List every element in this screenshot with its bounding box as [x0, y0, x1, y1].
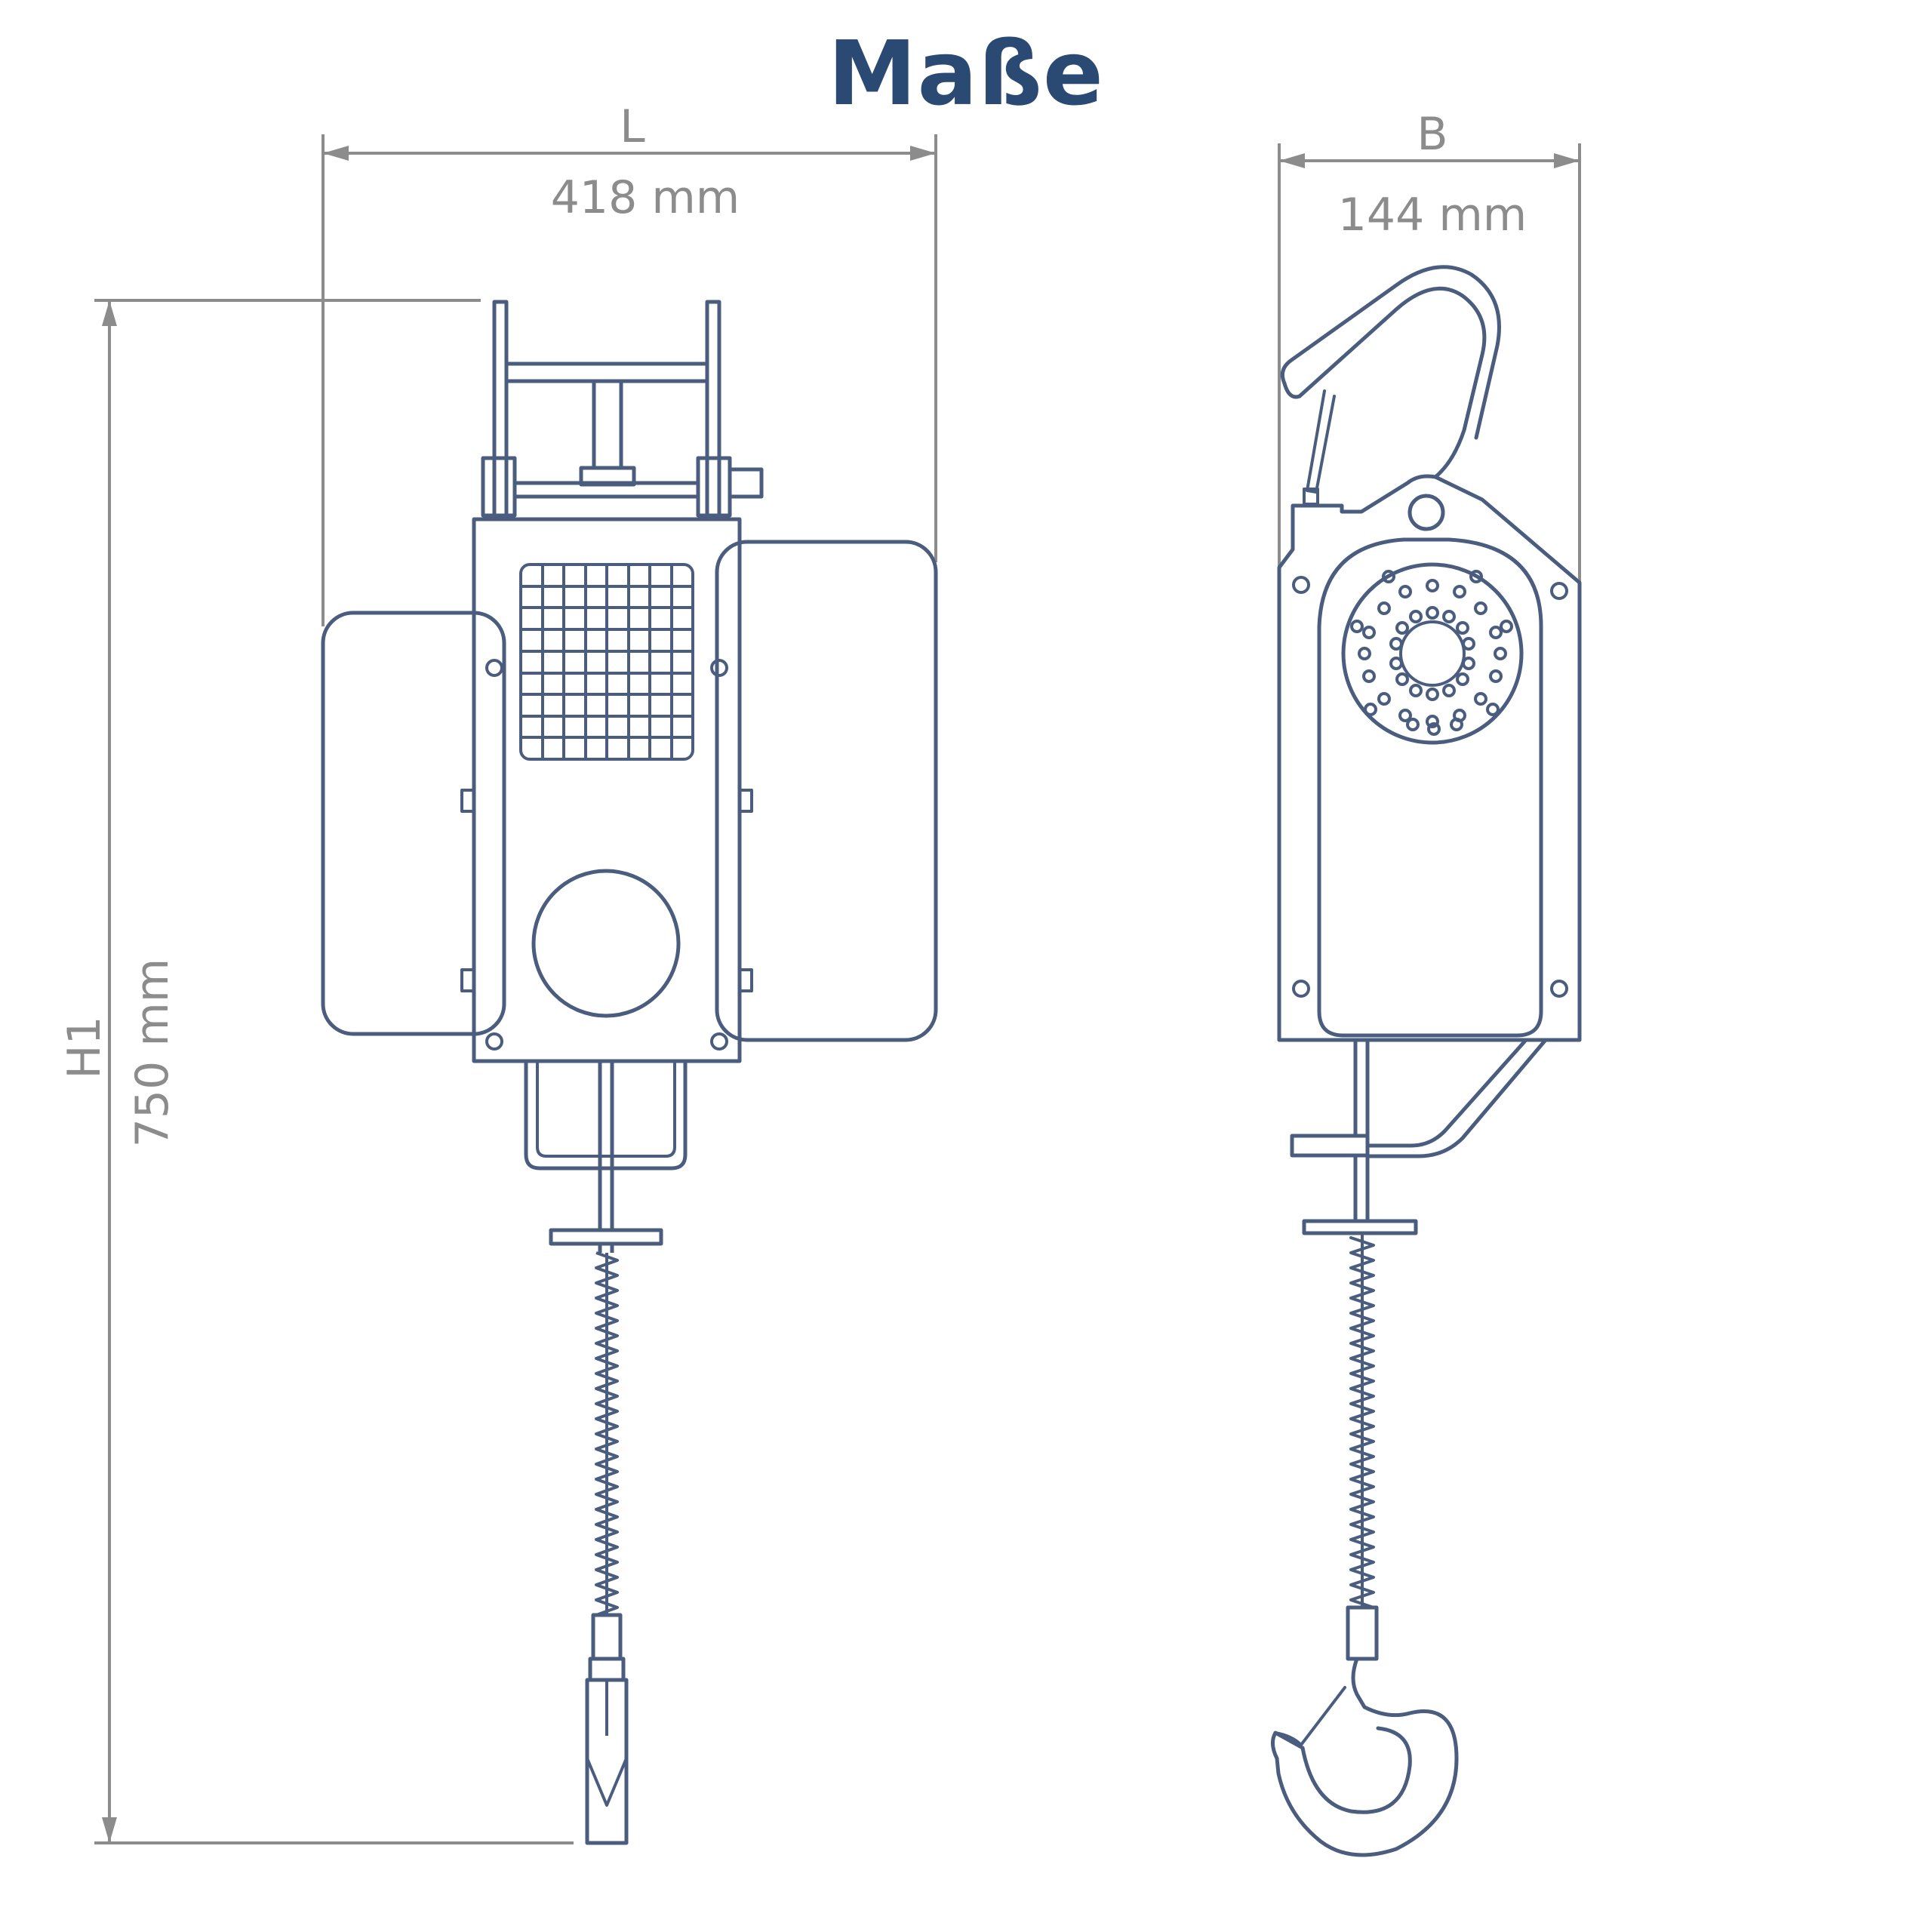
side-screws — [1292, 576, 1568, 998]
length-value: 418 mm — [551, 171, 740, 224]
height-arrow-top — [102, 300, 117, 326]
front-vent-grid — [519, 563, 694, 761]
height-arrow-bottom — [102, 1817, 117, 1843]
front-spring — [595, 1251, 619, 1617]
front-drum — [531, 869, 681, 1018]
side-inner-panel — [1317, 537, 1543, 1038]
side-drum-holes — [1350, 570, 1513, 736]
width-arrow-left — [1279, 153, 1305, 168]
height-value: 750 mm — [126, 958, 179, 1148]
length-arrow-right — [910, 146, 936, 161]
side-hook-latch — [1306, 389, 1336, 494]
side-lower-plate — [1290, 1134, 1370, 1158]
front-hook-sleeve — [591, 1613, 623, 1661]
height-label: H1 — [58, 1016, 111, 1078]
front-limit-plate — [549, 1228, 663, 1246]
front-hook-body — [585, 1678, 629, 1845]
side-bottom-hook — [1271, 1657, 1459, 1857]
length-arrow-left — [323, 146, 349, 161]
side-limit-plate — [1302, 1219, 1418, 1235]
front-motor-left — [321, 611, 506, 1036]
front-lower-bracket — [524, 1061, 688, 1171]
width-arrow-right — [1554, 153, 1580, 168]
side-drum — [1341, 562, 1524, 745]
front-hook-collar — [588, 1657, 626, 1682]
side-lower-arm — [1365, 1038, 1548, 1158]
page-title: Maße — [828, 21, 1104, 125]
side-hook-sleeve — [1346, 1605, 1379, 1661]
width-label: B — [1417, 108, 1447, 161]
side-top-hook — [1297, 286, 1487, 479]
side-hook-latch-bottom — [1274, 1686, 1346, 1746]
width-value: 144 mm — [1338, 189, 1527, 242]
dimension-lines — [94, 134, 1581, 1844]
side-view — [1271, 265, 1582, 1857]
front-motor-right — [715, 540, 938, 1042]
side-outer-casing — [1277, 474, 1582, 1042]
front-screws — [485, 659, 728, 1051]
front-view — [321, 300, 938, 1845]
length-label: L — [620, 100, 645, 153]
front-top-bracket — [481, 300, 764, 519]
front-side-tabs — [460, 789, 753, 992]
side-top-pin — [1407, 494, 1445, 531]
